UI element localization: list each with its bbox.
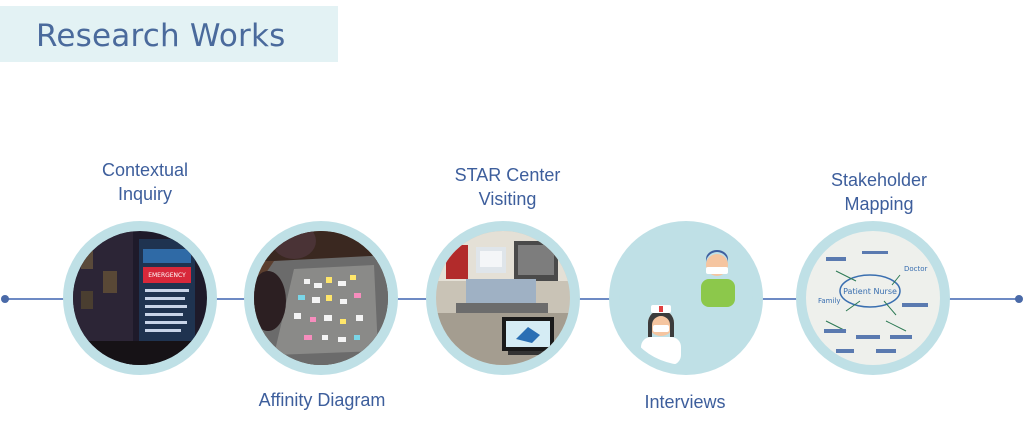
step-label-contextual-inquiry: Contextual Inquiry <box>101 160 189 204</box>
doctor-icon <box>701 250 735 307</box>
affinity-notes-photo <box>254 231 388 365</box>
step-circle-affinity-diagram <box>244 221 398 375</box>
page-title: Research Works <box>36 18 286 54</box>
timeline-end-dot <box>1015 295 1023 303</box>
title-banner: Research Works <box>0 6 338 62</box>
step-circle-star-center <box>426 221 580 375</box>
map-doctor-text: Doctor <box>904 265 928 273</box>
map-family-text: Family <box>818 297 841 305</box>
hospital-sign-photo: EMERGENCY <box>73 231 207 365</box>
interview-avatars <box>619 231 753 365</box>
step-label-interviews: Interviews <box>644 392 726 412</box>
map-center-text: Patient Nurse <box>843 287 897 296</box>
step-circle-contextual-inquiry: EMERGENCY <box>63 221 217 375</box>
step-label-star-center-visiting: STAR Center Visiting <box>454 165 561 209</box>
step-circle-stakeholder-mapping: Patient Nurse Doctor Family <box>796 221 950 375</box>
svg-text:EMERGENCY: EMERGENCY <box>148 272 186 279</box>
timeline-start-dot <box>1 295 9 303</box>
step-label-affinity-diagram: Affinity Diagram <box>258 390 386 410</box>
simulation-room-photo <box>436 231 570 365</box>
step-circle-interviews <box>609 221 763 375</box>
step-label-stakeholder-mapping: Stakeholder Mapping <box>830 170 928 214</box>
whiteboard-map-photo: Patient Nurse Doctor Family <box>806 231 940 365</box>
nurse-icon <box>641 305 681 365</box>
